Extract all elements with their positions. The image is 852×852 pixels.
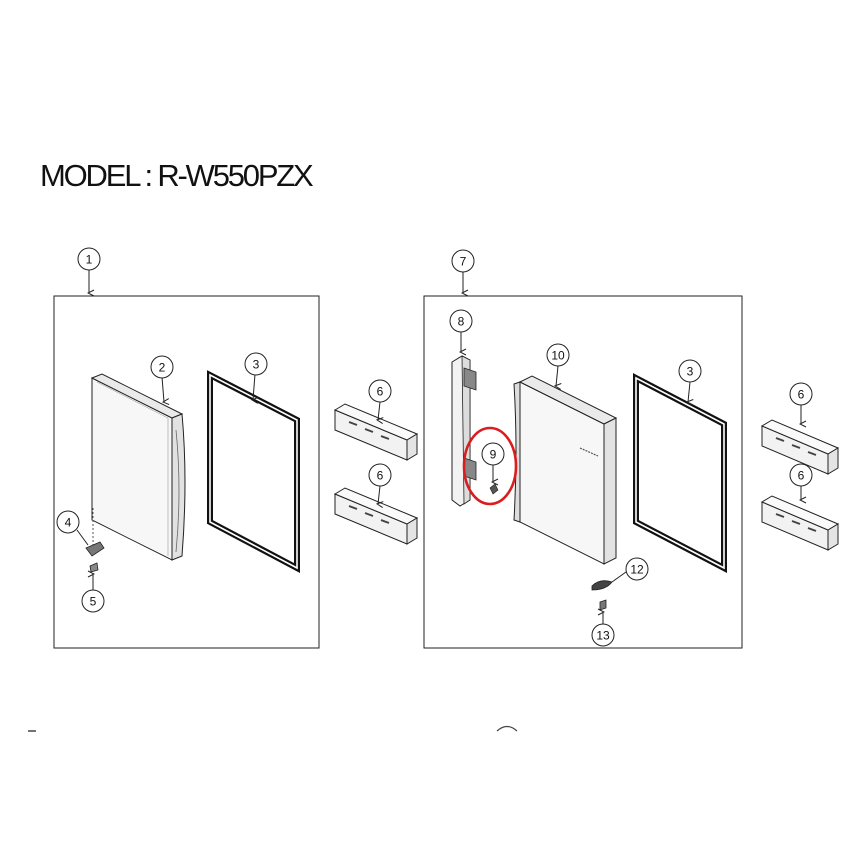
callout-6-right-bottom: 6 bbox=[789, 463, 813, 487]
callout-label: 3 bbox=[253, 358, 260, 372]
callout-13: 13 bbox=[591, 623, 615, 647]
callout-label: 6 bbox=[798, 469, 805, 483]
callout-12: 12 bbox=[625, 557, 649, 581]
callout-label: 7 bbox=[460, 255, 467, 269]
door-bins-middle bbox=[333, 401, 419, 545]
callout-2: 2 bbox=[150, 355, 174, 379]
assembly-1-frame bbox=[53, 295, 320, 649]
gasket-left bbox=[207, 370, 300, 573]
callout-label: 9 bbox=[490, 448, 497, 462]
callout-6-mid-top: 6 bbox=[368, 379, 392, 403]
callout-label: 6 bbox=[377, 469, 384, 483]
callout-5: 5 bbox=[81, 589, 105, 613]
assembly-1-group bbox=[53, 269, 320, 649]
callout-label: 6 bbox=[798, 388, 805, 402]
callout-3-left: 3 bbox=[244, 352, 268, 376]
cropped-mark-right bbox=[496, 725, 518, 732]
callout-6-right-top: 6 bbox=[789, 382, 813, 406]
callout-label: 8 bbox=[458, 315, 465, 329]
door-panel-right bbox=[513, 375, 618, 565]
callout-10: 10 bbox=[546, 343, 570, 367]
highlight-circle-part-9 bbox=[462, 426, 518, 506]
callout-label: 10 bbox=[551, 349, 565, 363]
callout-label: 12 bbox=[630, 563, 644, 577]
door-bins-right bbox=[760, 405, 840, 551]
callout-9: 9 bbox=[481, 442, 505, 466]
callout-1: 1 bbox=[77, 247, 101, 271]
part-9-screw bbox=[489, 483, 499, 495]
callout-label: 6 bbox=[377, 385, 384, 399]
callout-label: 4 bbox=[65, 516, 72, 530]
callout-7: 7 bbox=[451, 249, 475, 273]
callout-3-right: 3 bbox=[678, 359, 702, 383]
assembly-7-group bbox=[423, 272, 743, 649]
callout-4: 4 bbox=[56, 510, 80, 534]
callout-6-mid-bottom: 6 bbox=[368, 463, 392, 487]
callout-label: 13 bbox=[596, 629, 610, 643]
model-title: MODEL : R-W550PZX bbox=[40, 158, 314, 193]
door-panel-left bbox=[90, 373, 186, 561]
callout-label: 2 bbox=[159, 361, 166, 375]
hinge-bracket bbox=[451, 355, 477, 507]
hinge-parts-left bbox=[85, 508, 105, 573]
callout-label: 5 bbox=[90, 595, 97, 609]
handle-parts-right bbox=[591, 580, 613, 611]
callout-8: 8 bbox=[449, 309, 473, 333]
callout-label: 3 bbox=[687, 365, 694, 379]
assembly-7-frame bbox=[423, 295, 743, 649]
gasket-right bbox=[633, 373, 727, 573]
callout-label: 1 bbox=[86, 253, 93, 267]
callout-group: 1 2 3 4 5 6 6 7 8 9 10 3 6 6 12 13 bbox=[56, 247, 813, 647]
